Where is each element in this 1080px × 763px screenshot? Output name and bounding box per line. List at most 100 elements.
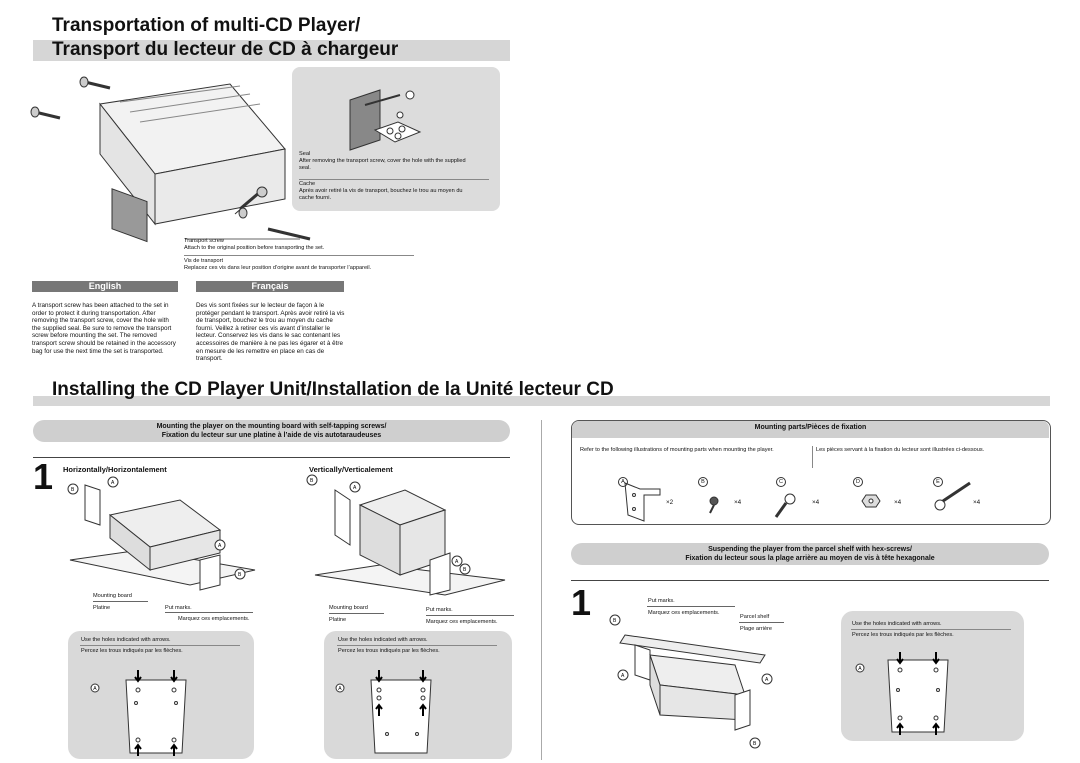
seal-label-fr: Cache [299,181,316,187]
title-bar [33,40,510,61]
svg-text:B: B [238,572,242,578]
part-a-letter: A [618,477,628,487]
screw-label-en: Transport screw [184,238,224,244]
parcel-holes-fr: Percez les trous indiqués par les flèche… [852,632,954,638]
step-number: 1 [33,456,54,497]
parcel-shelf-fr: Plage arrière [740,626,773,632]
mounting-parts-titlebar [572,421,1049,438]
part-d-qty: ×4 [894,499,902,506]
mounting-board-pill: Mounting the player on the mounting boar… [33,420,510,442]
cd-changer-illustration [30,76,311,243]
vertical-mount-illustration: B A A B [306,474,506,596]
svg-text:A: A [858,666,862,672]
svg-text:A: A [338,686,342,692]
seal-text-en: After removing the transport screw, cove… [299,158,466,171]
parcel-put-marks-fr: Marquez ces emplacements. [648,610,720,616]
part-e-qty: ×4 [973,499,981,506]
mounting-board-fr-h: Platine [93,605,111,611]
svg-text:A: A [621,673,625,679]
francais-heading: Français [196,281,344,292]
put-marks-en-h: Put marks. [165,605,192,611]
svg-text:A: A [455,559,459,565]
svg-text:A: A [353,485,357,491]
parcel-shelf-pill-en: Suspending the player from the parcel sh… [708,546,912,553]
parcel-shelf-pill: Suspending the player from the parcel sh… [571,543,1049,565]
bracket-a-diagram-h: A [90,670,187,756]
install-title: Installing the CD Player Unit/Installati… [52,379,614,400]
parcel-step-number: 1 [571,582,592,623]
pm-divider-v [426,615,514,616]
install-title-bar [33,396,1050,406]
holes-fr-h: Percez les trous indiqués par les flèche… [81,648,183,654]
parcel-divider [571,580,1049,581]
part-d-letter: D [853,477,863,487]
english-heading: English [32,281,178,292]
bracket-a-diagram-v: A [335,670,432,754]
seal-text-fr: Après avoir retiré la vis de transport, … [299,188,463,201]
mounting-board-fr-v: Platine [329,617,347,623]
svg-text:B: B [463,567,467,573]
screw-text-fr: Replacez ces vis dans leur position d’or… [184,265,372,271]
parts-text-en: Refer to the following illustrations of … [580,447,774,453]
holes-en-v: Use the holes indicated with arrows. [338,637,428,643]
transport-title-en: Transportation of multi-CD Player/ [52,15,361,36]
svg-text:B: B [753,741,757,747]
parts-text-fr: Les pièces servant à la fixation du lect… [816,447,985,453]
mounting-board-en-h: Mounting board [93,593,132,599]
holes-divider-h [80,645,240,646]
parcel-shelf-illustration: B A A B [609,614,773,749]
column-divider [541,420,542,760]
parcel-shelf-en: Parcel shelf [740,614,770,620]
seal-detail-illustration [349,89,422,151]
parts-illustrations [624,481,971,522]
svg-text:B: B [310,478,314,484]
mounting-board-pill-en: Mounting the player on the mounting boar… [156,423,387,430]
svg-text:A: A [765,677,769,683]
bracket-a-diagram-parcel: A [855,652,949,735]
holes-fr-v: Percez les trous indiqués par les flèche… [338,648,440,654]
mounting-divider [33,457,510,458]
mounting-board-en-v: Mounting board [329,605,368,611]
screw-label-fr: Vis de transport [184,258,224,264]
screw-divider [184,255,414,256]
parcel-put-marks-en: Put marks. [648,598,675,604]
pm-divider-h [165,612,253,613]
parcel-holes-divider [851,629,1011,630]
svg-text:B: B [71,487,75,493]
holes-en-h: Use the holes indicated with arrows. [81,637,171,643]
mounting-parts-box [571,420,1051,525]
put-marks-en-v: Put marks. [426,607,453,613]
part-c-letter: C [776,477,786,487]
screw-text-en: Attach to the original position before t… [184,245,325,251]
parts-text-divider [812,446,813,468]
part-c-qty: ×4 [812,499,820,506]
mounting-board-pill-fr: Fixation du lecteur sur une platine à l’… [161,432,382,439]
seal-label-en: Seal [299,151,311,157]
seal-divider [299,179,489,180]
parts-row: A ×2 B ×4 C ×4 D ×4 E ×4 [618,477,1038,507]
english-body: A transport screw has been attached to t… [32,302,176,355]
mounting-parts-title: Mounting parts/Pièces de fixation [754,424,867,431]
svg-text:A: A [111,480,115,486]
horizontal-label: Horizontally/Horizontalement [63,465,167,474]
put-marks-fr-v: Marquez ces emplacements. [426,619,498,625]
mb-divider-h [93,601,148,602]
mb-divider-v [329,613,384,614]
vertical-label: Vertically/Verticalement [309,465,393,474]
parcel-holes-en: Use the holes indicated with arrows. [852,621,942,627]
part-b-qty: ×4 [734,499,742,506]
part-a-qty: ×2 [666,499,674,506]
parcel-shelf-divider [739,622,784,623]
parcel-shelf-pill-fr: Fixation du lecteur sous la plage arrièr… [685,555,935,562]
put-marks-fr-h: Marquez ces emplacements. [178,616,250,622]
svg-text:A: A [93,686,97,692]
francais-body: Des vis sont fixées sur le lecteur de fa… [196,302,345,363]
parcel-pm-divider [647,606,735,607]
svg-text:B: B [613,618,617,624]
part-b-letter: B [698,477,708,487]
svg-text:A: A [218,543,222,549]
transport-title-fr: Transport du lecteur de CD à chargeur [52,39,399,60]
part-e-letter: E [933,477,943,487]
horizontal-mount-illustration: B A A B [67,476,256,591]
holes-divider-v [337,645,497,646]
